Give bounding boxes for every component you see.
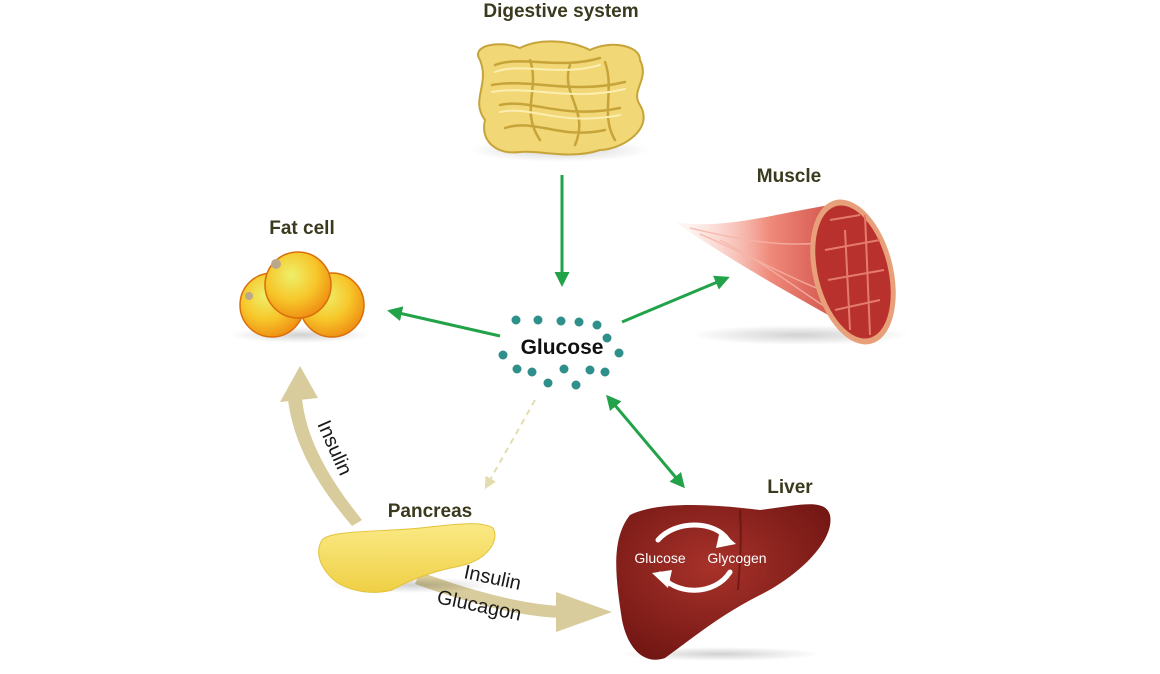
liver-glucose-label: Glucose (634, 550, 686, 566)
glucose-to-pancreas-dashed-arrow (484, 399, 536, 490)
glucose-molecules (498, 315, 624, 390)
insulin-arrow-to-fat (280, 366, 362, 526)
glucose-liver-arrow (606, 394, 685, 489)
digestive-system-label: Digestive system (483, 1, 638, 22)
pancreas-illustration (318, 523, 496, 593)
glucose-to-fat-arrow (387, 306, 501, 338)
muscle-label: Muscle (757, 166, 821, 187)
intestine-illustration (470, 40, 650, 162)
fat-cell-illustration (230, 251, 370, 343)
fat-cell-label: Fat cell (269, 218, 334, 239)
glucose-arrows (387, 175, 730, 489)
glucose-label: Glucose (521, 336, 604, 359)
liver-glycogen-label: Glycogen (707, 550, 766, 566)
muscle-illustration (675, 199, 910, 345)
pancreas-label: Pancreas (388, 501, 473, 522)
glucose-to-muscle-arrow (621, 275, 730, 324)
liver-label: Liver (767, 477, 813, 498)
liver-illustration: Glucose Glycogen (616, 504, 831, 661)
